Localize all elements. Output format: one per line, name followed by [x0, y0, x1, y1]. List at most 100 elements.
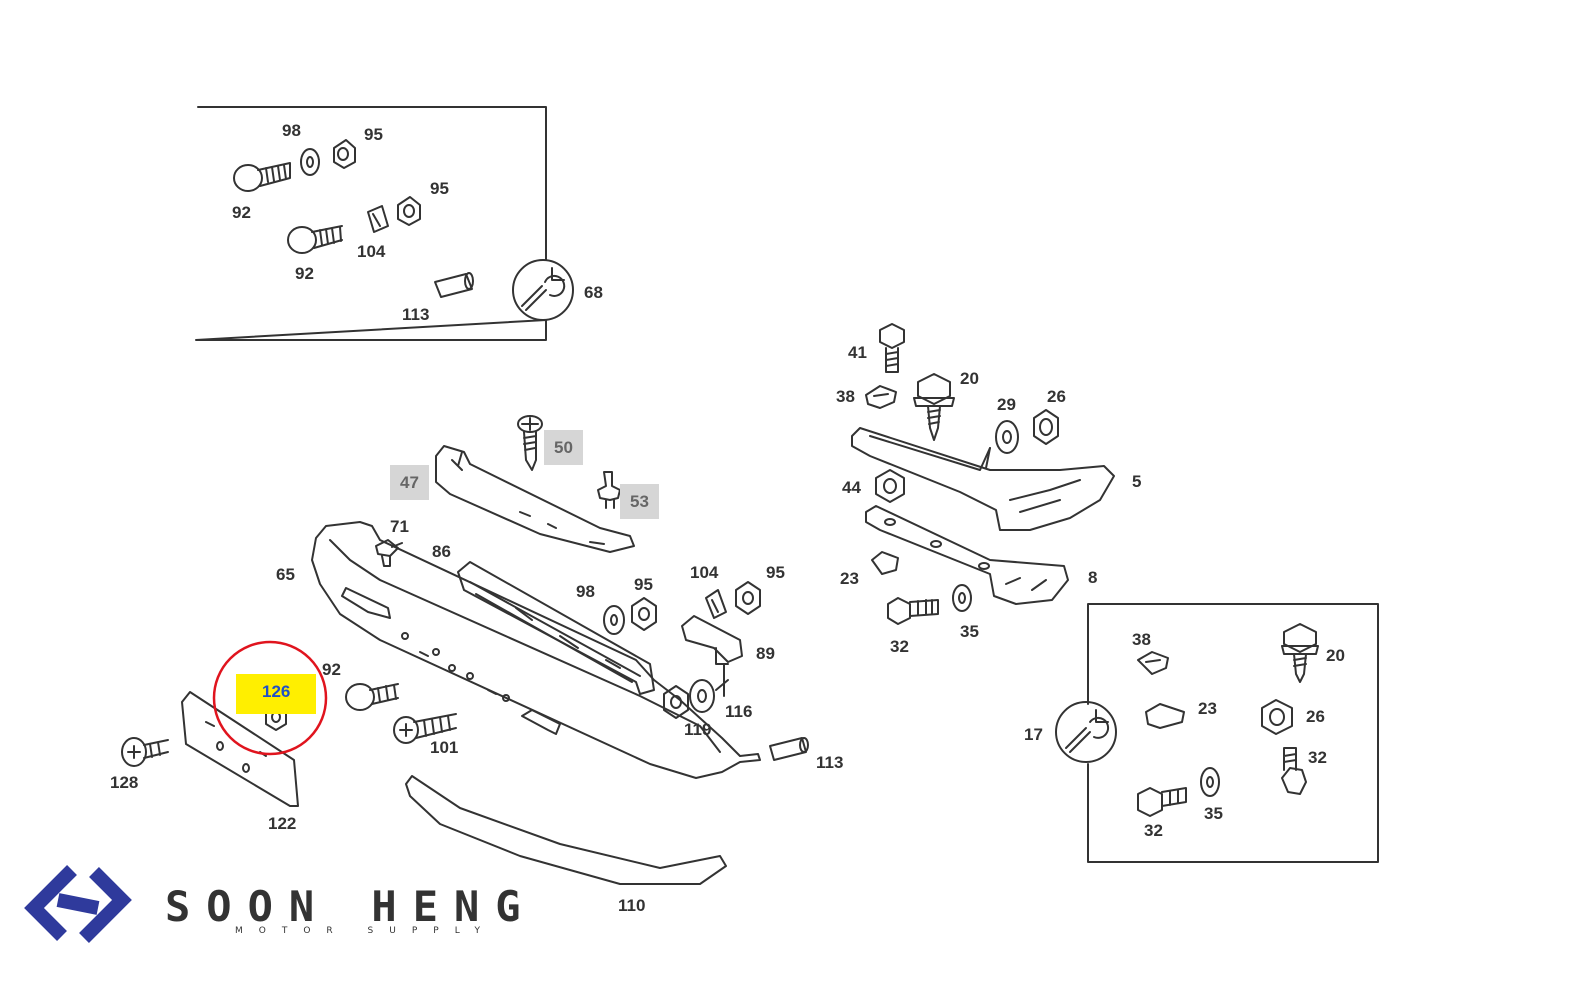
callout-41: 41 — [848, 343, 867, 362]
wrench-icon-68 — [512, 259, 574, 321]
callout-68: 68 — [584, 283, 603, 302]
callout-20-upper: 20 — [960, 369, 979, 388]
bracket-5 — [851, 427, 1115, 531]
callout-50: 50 — [544, 430, 583, 465]
reinforcement-86 — [457, 561, 655, 695]
bolt-92-center — [345, 683, 399, 711]
nut-95-right — [735, 581, 761, 615]
callout-128: 128 — [110, 773, 139, 792]
trim-strip-110 — [405, 775, 727, 885]
clip-23-inset — [1145, 703, 1185, 729]
nut-95-upper — [333, 139, 356, 169]
callout-95-upper: 95 — [364, 125, 383, 144]
callout-5: 5 — [1132, 472, 1142, 491]
sleeve-113-upper — [434, 272, 474, 298]
callout-8: 8 — [1088, 568, 1098, 587]
nut-119 — [663, 685, 689, 719]
spring-washer-104-center — [705, 589, 727, 619]
screw-50 — [517, 415, 543, 471]
callout-95-mid: 95 — [430, 179, 449, 198]
callout-86: 86 — [432, 542, 451, 561]
bolt-128 — [121, 737, 169, 767]
callout-119: 119 — [684, 720, 712, 739]
nut-26-upper — [1033, 409, 1059, 445]
highlight-circle — [212, 640, 328, 756]
callout-113-upper: 113 — [402, 305, 430, 324]
callout-23-upper: 23 — [840, 569, 859, 588]
bolt-20-upper — [913, 373, 955, 441]
washer-116 — [689, 671, 729, 713]
nut-95-lower — [397, 196, 421, 226]
callout-126-highlighted: 126 — [236, 674, 317, 714]
callout-98-center: 98 — [576, 582, 595, 601]
callout-92-lower: 92 — [295, 264, 314, 283]
sleeve-113-lower — [769, 737, 809, 761]
callout-23-inset: 23 — [1198, 699, 1217, 718]
bolt-101 — [393, 713, 457, 744]
leader-lines — [391, 447, 991, 691]
callout-35-upper: 35 — [960, 622, 979, 641]
clip-23-upper — [871, 551, 899, 575]
nut-95-center — [631, 597, 657, 631]
bolt-32-upper — [887, 597, 939, 625]
callout-20-inset: 20 — [1326, 646, 1345, 665]
washer-98-upper — [300, 148, 320, 176]
support-bracket-47 — [435, 445, 635, 553]
callout-113-lower: 113 — [816, 753, 844, 772]
callout-32-inset-upright: 32 — [1308, 748, 1327, 767]
callout-32-inset-lower: 32 — [1144, 821, 1163, 840]
bracket-8 — [865, 505, 1069, 605]
callout-116: 116 — [725, 702, 753, 721]
callout-71: 71 — [390, 517, 409, 536]
clip-71 — [375, 539, 399, 567]
clip-38 — [865, 385, 897, 409]
washer-98-center — [603, 605, 625, 635]
bolt-92-lower — [287, 225, 343, 254]
washer-35-upper — [952, 584, 972, 612]
callout-44: 44 — [842, 478, 861, 497]
callout-104-upper: 104 — [357, 242, 386, 261]
callout-38-upper: 38 — [836, 387, 855, 406]
brand-tagline: MOTOR SUPPLY — [235, 926, 497, 936]
clip-53 — [597, 471, 621, 509]
bolt-32-inset-lower — [1137, 787, 1187, 817]
clip-38-inset — [1137, 651, 1169, 675]
callout-122: 122 — [268, 814, 297, 833]
callout-104-center: 104 — [690, 563, 719, 582]
nut-44 — [875, 469, 905, 503]
washer-29 — [995, 420, 1019, 454]
callout-38-inset: 38 — [1132, 630, 1151, 649]
wrench-icon-17 — [1055, 701, 1117, 763]
bolt-41 — [879, 323, 905, 373]
callout-101: 101 — [430, 738, 459, 757]
bolt-32-inset-upright — [1281, 747, 1307, 795]
callout-95-center: 95 — [634, 575, 653, 594]
callout-95-right: 95 — [766, 563, 785, 582]
callout-47: 47 — [390, 465, 429, 500]
callout-92-upper: 92 — [232, 203, 251, 222]
callout-26-upper: 26 — [1047, 387, 1066, 406]
brand-name: SOON HENG — [165, 882, 537, 931]
bumper-65 — [311, 521, 761, 779]
inset-box-top-left — [195, 106, 547, 341]
inset-box-bottom-right — [1087, 603, 1379, 863]
spring-washer-104-upper — [367, 205, 389, 233]
callout-35-inset: 35 — [1204, 804, 1223, 823]
callout-53: 53 — [620, 484, 659, 519]
washer-35-inset — [1200, 767, 1220, 797]
bolt-20-inset — [1281, 623, 1319, 683]
callout-110: 110 — [618, 896, 646, 915]
callout-65: 65 — [276, 565, 295, 584]
soon-heng-logo-icon — [24, 865, 132, 943]
nut-26-inset — [1261, 699, 1293, 735]
callout-32-upper: 32 — [890, 637, 909, 656]
callout-92-center: 92 — [322, 660, 341, 679]
bolt-92-upper — [233, 162, 291, 192]
callout-26-inset: 26 — [1306, 707, 1325, 726]
callout-17: 17 — [1024, 725, 1043, 744]
bracket-89 — [681, 615, 743, 665]
callout-98-upper: 98 — [282, 121, 301, 140]
callout-89: 89 — [756, 644, 775, 663]
callout-29: 29 — [997, 395, 1016, 414]
